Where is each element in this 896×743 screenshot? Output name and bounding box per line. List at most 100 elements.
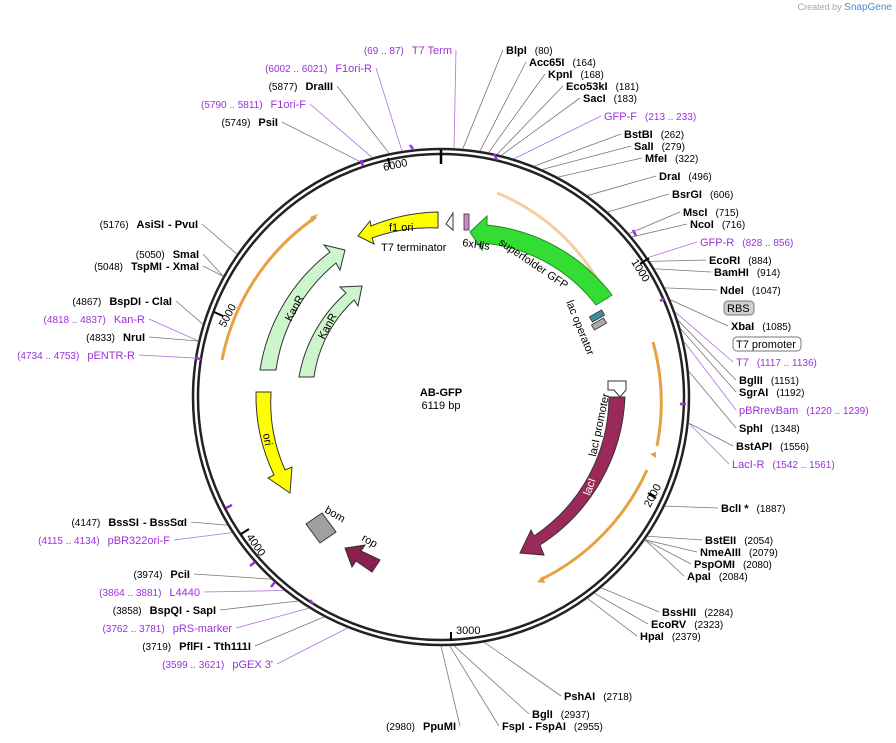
leader-pgex-3 [276, 627, 348, 665]
site-msci[interactable]: MscI [683, 207, 707, 219]
site-extra-fspai[interactable]: - FspAI [529, 721, 566, 733]
leader-pflfi [254, 616, 325, 647]
leader-bstbi [534, 133, 622, 167]
backbone-outer [191, 147, 691, 647]
leader-bsssi [190, 521, 228, 526]
leader-eco53ki [496, 85, 564, 155]
feature-superfolder-gfp[interactable] [469, 214, 613, 306]
site-draiii[interactable]: DraIII [305, 81, 333, 93]
site-extra-xmai[interactable]: - XmaI [166, 261, 199, 273]
site-pgex-3[interactable]: pGEX 3' [232, 659, 273, 671]
site-eco53ki[interactable]: Eco53kI [566, 81, 608, 93]
site-psii[interactable]: PsiI [258, 117, 278, 129]
feature-6xhis[interactable] [463, 213, 470, 231]
site-bglii[interactable]: BglII [739, 375, 763, 387]
site-bsteii[interactable]: BstEII [705, 535, 736, 547]
site-extra-clai[interactable]: - ClaI [145, 296, 172, 308]
site-f1ori-r[interactable]: F1ori-R [335, 63, 372, 75]
site-pos-acc65i: (164) [572, 58, 595, 69]
site-gfp-f[interactable]: GFP-F [604, 111, 637, 123]
site-bstbi[interactable]: BstBI [624, 129, 653, 141]
leader-pbr322ori-f [173, 532, 233, 541]
site-fspi[interactable]: FspI [502, 721, 525, 733]
feature-bom[interactable] [305, 512, 337, 544]
orf-arc-1-head [650, 452, 656, 458]
leader-pshai [484, 641, 562, 697]
site-bsshii[interactable]: BssHII [662, 607, 696, 619]
feature-laci[interactable] [519, 396, 626, 556]
site-extra-bsss-i[interactable]: - BssSαI [143, 517, 187, 529]
leader-f1ori-r [375, 67, 403, 152]
site-l4440[interactable]: L4440 [169, 587, 200, 599]
rbs-box[interactable] [723, 300, 755, 316]
site-extra-tth111i[interactable]: - Tth111I [207, 641, 251, 653]
site-prs-marker[interactable]: pRS-marker [173, 623, 233, 635]
site-laci-r[interactable]: LacI-R [732, 459, 764, 471]
feature-kanr-1[interactable] [259, 244, 346, 371]
site-pos-l4440: (3864 .. 3881) [99, 588, 161, 599]
site-ndei[interactable]: NdeI [720, 285, 744, 297]
site-bsssi[interactable]: BssSI [108, 517, 139, 529]
site-t7-term[interactable]: T7 Term [412, 45, 452, 57]
rbs-label: RBS [727, 303, 750, 315]
tick-mark-4000 [240, 528, 250, 535]
site-pflfi[interactable]: PflFI [179, 641, 203, 653]
site-bamhi[interactable]: BamHI [714, 267, 749, 279]
leader-drai [587, 175, 657, 196]
site-apai[interactable]: ApaI [687, 571, 711, 583]
site-bsrgi[interactable]: BsrGI [672, 189, 702, 201]
site-ncoi[interactable]: NcoI [690, 219, 714, 231]
leader-laci-r [688, 422, 730, 465]
site-drai[interactable]: DraI [659, 171, 680, 183]
site-acc65i[interactable]: Acc65I [529, 57, 564, 69]
t7-promoter-box[interactable] [732, 336, 802, 352]
feature-rop[interactable] [344, 544, 381, 573]
site-xbai[interactable]: XbaI [731, 321, 754, 333]
site-hpai[interactable]: HpaI [640, 631, 664, 643]
site-tspmi[interactable]: TspMI [131, 261, 162, 273]
site-f1ori-f[interactable]: F1ori-F [271, 99, 307, 111]
site-gfp-r[interactable]: GFP-R [700, 237, 734, 249]
feature-lac-operator[interactable] [588, 309, 606, 323]
site-extra-pvui[interactable]: - PvuI [168, 219, 198, 231]
feature-f1-ori[interactable] [357, 211, 439, 245]
site-sali[interactable]: SalI [634, 141, 654, 153]
site-pbr322ori-f[interactable]: pBR322ori-F [108, 535, 171, 547]
site-pcii[interactable]: PciI [170, 569, 190, 581]
site-blpi[interactable]: BlpI [506, 45, 527, 57]
site-pos-mfei: (322) [675, 154, 698, 165]
site-asisi[interactable]: AsiSI [137, 219, 165, 231]
site-t7[interactable]: T7 [736, 357, 749, 369]
feature-ori[interactable] [255, 391, 293, 494]
site-ecorv[interactable]: EcoRV [651, 619, 687, 631]
site-bcli[interactable]: BclI * [721, 503, 749, 515]
feature-t7-terminator[interactable] [445, 211, 454, 232]
site-bspdi[interactable]: BspDI [109, 296, 141, 308]
site-pos-sali: (279) [662, 142, 685, 153]
site-kpni[interactable]: KpnI [548, 69, 572, 81]
site-pshai[interactable]: PshAI [564, 691, 595, 703]
site-pspomi[interactable]: PspOMI [694, 559, 735, 571]
site-mfei[interactable]: MfeI [645, 153, 667, 165]
site-smai[interactable]: SmaI [173, 249, 199, 261]
feature-kanr-2[interactable] [298, 285, 363, 378]
tick-mark-5000 [213, 311, 224, 317]
site-pbrrevbam[interactable]: pBRrevBam [739, 405, 798, 417]
site-bgli[interactable]: BglI [532, 709, 553, 721]
site-pentr-r[interactable]: pENTR-R [87, 350, 135, 362]
site-nmeaiii[interactable]: NmeAIII [700, 547, 741, 559]
leader-saci [501, 97, 581, 156]
leader-nmeaiii [644, 539, 698, 553]
site-ppumi[interactable]: PpuMI [423, 721, 456, 733]
site-bspqi[interactable]: BspQI [150, 605, 182, 617]
site-saci[interactable]: SacI [583, 93, 606, 105]
site-extra-sapi[interactable]: - SapI [186, 605, 216, 617]
site-ecori[interactable]: EcoRI [709, 255, 740, 267]
site-kan-r[interactable]: Kan-R [114, 314, 145, 326]
leader-bglii [677, 319, 737, 381]
site-sgrai[interactable]: SgrAI [739, 387, 768, 399]
site-nrui[interactable]: NruI [123, 332, 145, 344]
site-bstapi[interactable]: BstAPI [736, 441, 772, 453]
site-sphi[interactable]: SphI [739, 423, 763, 435]
